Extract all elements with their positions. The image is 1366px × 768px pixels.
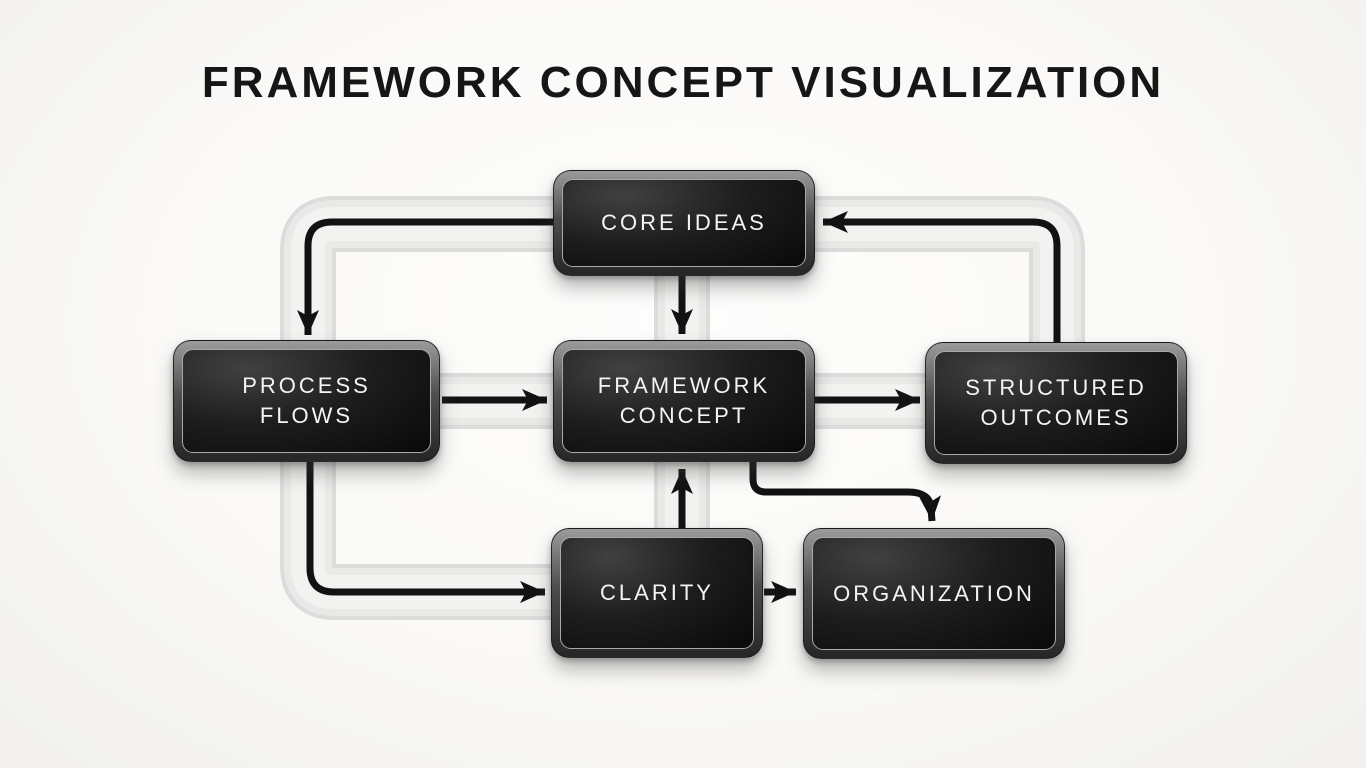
node-core-ideas-label: CORE IDEAS (601, 210, 767, 236)
node-structured-outcomes-label: STRUCTURED OUTCOMES (965, 375, 1147, 430)
diagram-edges (297, 211, 1061, 603)
node-clarity: CLARITY (551, 528, 763, 658)
page-title: FRAMEWORK CONCEPT VISUALIZATION (201, 58, 1165, 107)
node-organization-label: ORGANIZATION (833, 580, 1035, 606)
node-core-ideas: CORE IDEAS (553, 170, 815, 276)
node-clarity-label: CLARITY (600, 580, 714, 606)
node-framework-concept: FRAMEWORK CONCEPT (553, 340, 815, 462)
node-organization: ORGANIZATION (803, 528, 1065, 659)
node-structured-outcomes: STRUCTURED OUTCOMES (925, 342, 1187, 464)
edge-framework-concept-to-organization (749, 461, 942, 522)
edge-structured-outcomes-to-core-ideas (823, 211, 1061, 348)
edge-core-ideas-to-process-flows (297, 218, 560, 335)
node-process-flows-label: PROCESS FLOWS (242, 373, 371, 428)
edge-process-flows-to-clarity (306, 461, 545, 603)
node-process-flows: PROCESS FLOWS (173, 340, 440, 462)
node-framework-concept-label: FRAMEWORK CONCEPT (597, 373, 771, 428)
